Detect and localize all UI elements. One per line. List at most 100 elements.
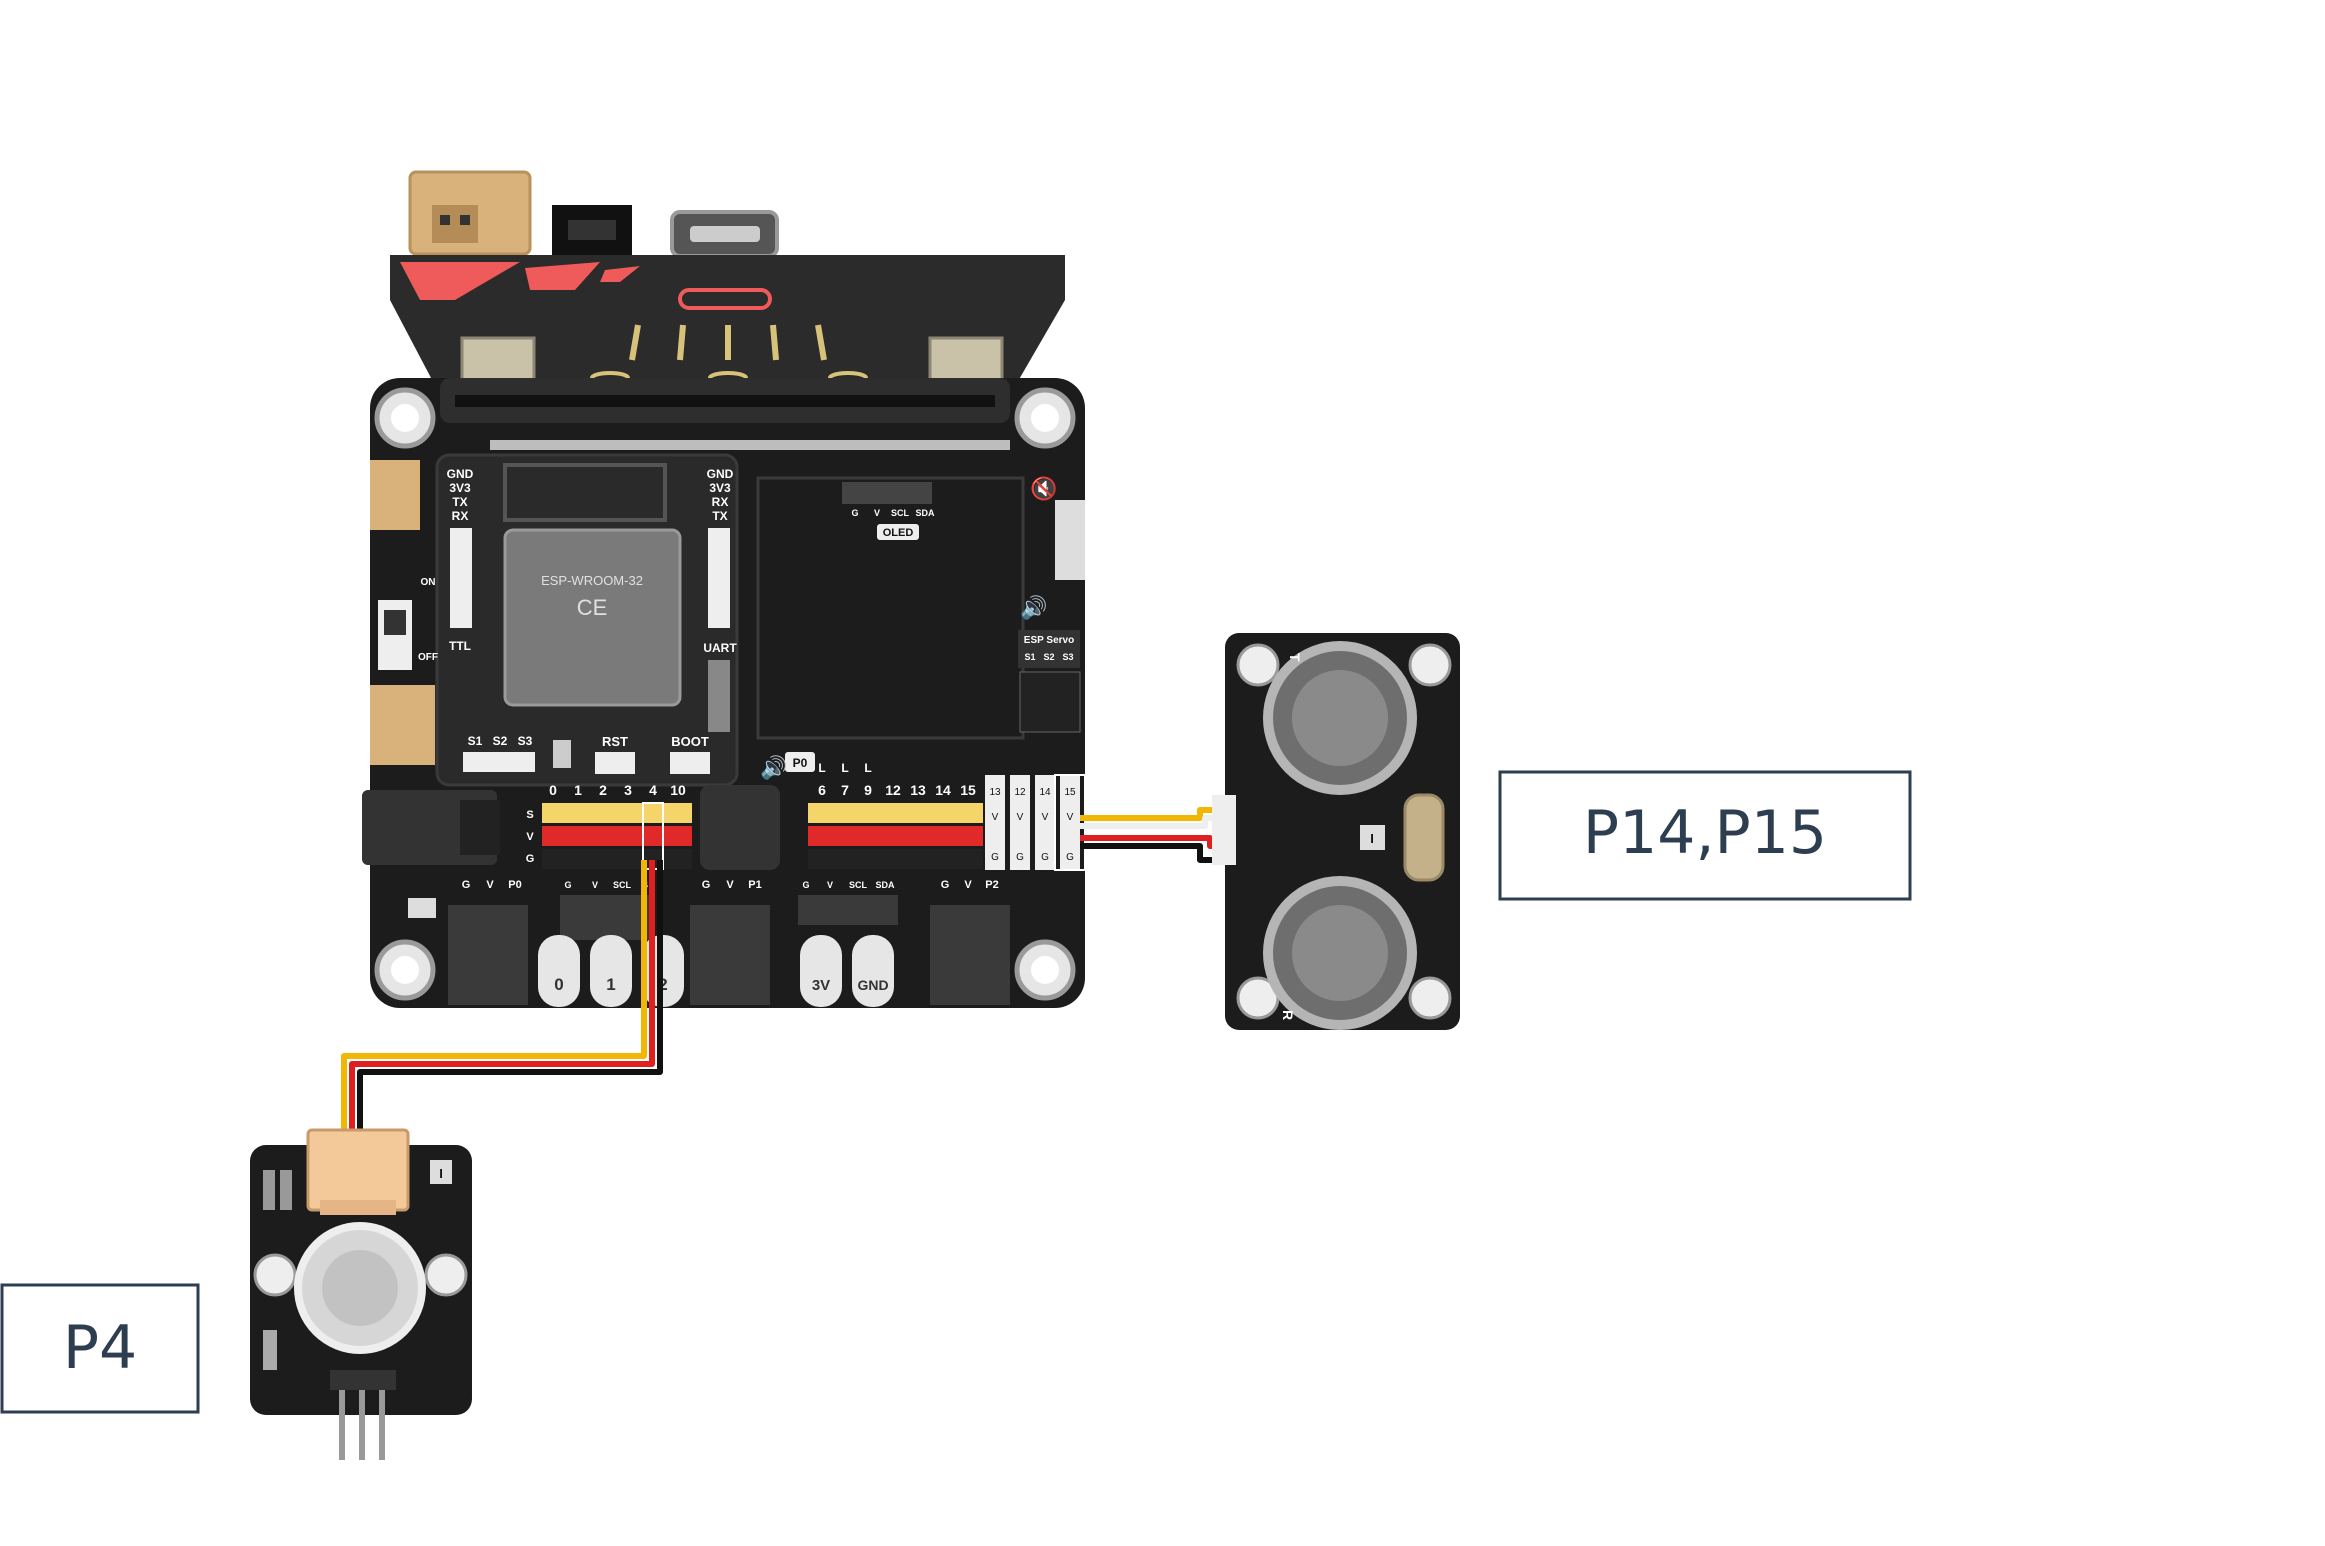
pin-number: 6: [818, 782, 826, 798]
uart-header: [708, 660, 730, 732]
callout-box-left: [0, 1283, 200, 1414]
pin-number: 15: [960, 782, 976, 798]
oled-pin-label: V: [874, 508, 880, 518]
vert-pin-label: V: [1042, 812, 1049, 823]
inductor: [700, 785, 780, 870]
vert-pin-label: 15: [1064, 787, 1076, 798]
bottom-pin-label: P1: [748, 879, 761, 891]
switch-off-label: OFF: [418, 652, 438, 663]
oled-label: OLED: [883, 527, 914, 539]
l-mark: L: [841, 761, 848, 775]
switch-on-label: ON: [421, 577, 436, 588]
ce-mark: CE: [577, 595, 608, 620]
vert-pin-label: G: [991, 852, 999, 863]
pin-number: 7: [841, 782, 849, 798]
top-pin-strip: [490, 440, 1010, 450]
oled-header: [842, 482, 932, 504]
esp32-chip: [503, 528, 682, 707]
buzzer-icon: 🔊: [760, 754, 787, 781]
oled-pin-label: SCL: [891, 508, 910, 518]
vert-pin-label: V: [1067, 812, 1074, 823]
wire-black: [1080, 843, 1230, 863]
vert-pin-label: G: [1066, 852, 1074, 863]
led-indicator: [553, 740, 571, 768]
s-label: S1: [468, 734, 483, 748]
left-header-label: RX: [452, 509, 469, 523]
right-pin-header: [808, 803, 983, 869]
microbit: [390, 170, 1065, 396]
right-header-label: 3V3: [709, 481, 731, 495]
crystal: [1403, 793, 1445, 882]
left-pin-header: [542, 802, 692, 870]
pin-number: 12: [885, 782, 901, 798]
ultrasonic-connector: [1212, 795, 1236, 865]
right-header: [708, 528, 730, 628]
oled-pin-label: G: [851, 508, 858, 518]
left-header-label: 3V3: [449, 481, 471, 495]
servo-pin-label: S3: [1062, 652, 1073, 662]
expansion-board: ESP-WROOM-32 CE GND 3V3 TX RX TTL GND 3V…: [362, 378, 1086, 1008]
bottom-pin-label: G: [941, 879, 950, 891]
bottom-connectors: [408, 895, 1010, 1005]
bottom-pin-label: G: [802, 880, 809, 890]
wire-red: [349, 860, 655, 1130]
antenna: [503, 463, 667, 522]
rst-button: [595, 752, 635, 774]
side-connector: [370, 460, 420, 530]
left-header-label: GND: [447, 467, 474, 481]
left-header: [450, 528, 472, 628]
bottom-pin-label: V: [486, 879, 494, 891]
mounting-holes: [374, 387, 1076, 1001]
microbit-logo: [678, 288, 772, 310]
callout-p4: P4: [0, 1283, 200, 1414]
bottom-pin-label: G: [564, 880, 571, 890]
edge-pad-label: 1: [606, 975, 615, 994]
ultrasonic-mark: I: [1370, 831, 1374, 846]
oled-badge: [877, 524, 919, 540]
l-mark: L: [864, 761, 871, 775]
gvs-label: V: [526, 831, 534, 843]
gvs-label: S: [526, 809, 533, 821]
ultrasonic-sensor: I T R: [1212, 633, 1460, 1030]
boot-button: [670, 752, 710, 774]
callout-p14-p15: P14,P15: [1498, 770, 1912, 901]
pin-number: 14: [935, 782, 951, 798]
pir-connector: [306, 1128, 410, 1212]
right-header-label: TX: [712, 509, 727, 523]
pin-number: 13: [910, 782, 926, 798]
p0-badge: [785, 752, 815, 772]
callout-left-text: P4: [63, 1313, 137, 1383]
edge-pad-label: 0: [554, 975, 563, 994]
speaker-icon: 🔊: [1020, 594, 1047, 621]
pin-number: 10: [670, 782, 686, 798]
rst-label: RST: [602, 734, 628, 749]
wires: [341, 807, 1230, 1130]
esp-servo-label: ESP Servo: [1024, 635, 1074, 646]
pir-mark: I: [439, 1166, 443, 1181]
servo-header: [1019, 671, 1081, 733]
bottom-pin-label: SCL: [849, 880, 868, 890]
right-header-label: RX: [712, 495, 729, 509]
bottom-pin-label: V: [964, 879, 972, 891]
esp-servo-box: [1018, 630, 1080, 668]
gvs-label: G: [526, 853, 535, 865]
pin-number: 2: [599, 782, 607, 798]
edge-pad-label: GND: [857, 977, 888, 993]
pir-sensor: I: [250, 1128, 472, 1460]
edge-pad-label: 3V: [812, 977, 830, 994]
bottom-pin-label: V: [726, 879, 734, 891]
oled-pin-label: SDA: [915, 508, 935, 518]
led-matrix: [629, 324, 827, 361]
callout-box-right: [1498, 770, 1912, 901]
wire-yellow: [341, 860, 647, 1130]
pin-number: 3: [624, 782, 632, 798]
pin-number: 1: [574, 782, 582, 798]
uart-label: UART: [703, 641, 737, 655]
s-header: [463, 752, 535, 772]
mute-icon: 🔇: [1030, 476, 1057, 502]
vert-pin-label: 12: [1014, 787, 1026, 798]
servo-pin-label: S1: [1024, 652, 1035, 662]
vert-pin-label: V: [1017, 812, 1024, 823]
module-name: ESP-WROOM-32: [541, 573, 643, 588]
